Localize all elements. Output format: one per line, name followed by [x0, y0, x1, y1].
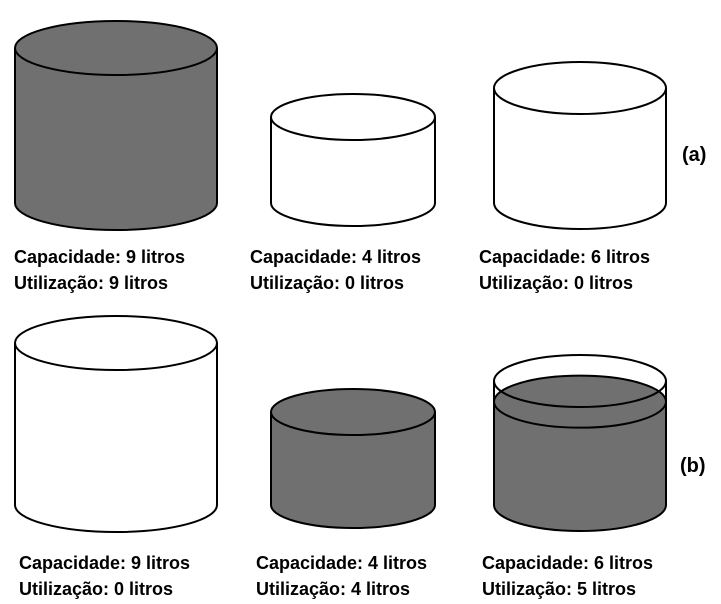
- liquid-fill: [15, 48, 217, 230]
- liquid-surface: [14, 20, 218, 76]
- capacity-text: Capacidade: 6 litros: [479, 247, 651, 267]
- caption-b-container-2: Capacidade: 4 litros Utilização: 4 litro…: [256, 550, 427, 602]
- cylinder-top-rim: [14, 315, 218, 371]
- liquid-fill: [494, 401, 666, 531]
- cylinder-b-9-litros: [14, 315, 218, 533]
- cylinder-top-rim: [493, 61, 667, 115]
- row-label-b: (b): [680, 455, 706, 477]
- cylinder-bottom: [493, 202, 667, 230]
- usage-text: Utilização: 9 litros: [14, 273, 169, 293]
- cylinder-bottom: [14, 504, 218, 533]
- cylinder-top-rim: [270, 93, 436, 141]
- cylinder-top-rim: [493, 354, 667, 408]
- cylinder-b-4-litros: [270, 388, 436, 529]
- usage-text: Utilização: 0 litros: [479, 273, 634, 293]
- cylinder-a-4-litros: [270, 93, 436, 227]
- caption-a-container-1: Capacidade: 9 litros Utilização: 9 litro…: [14, 244, 185, 296]
- usage-text: Utilização: 5 litros: [482, 579, 637, 599]
- capacity-text: Capacidade: 6 litros: [482, 553, 654, 573]
- caption-b-container-1: Capacidade: 9 litros Utilização: 0 litro…: [19, 550, 190, 602]
- cylinder-a-9-litros: [14, 20, 218, 231]
- liquid-fill: [271, 412, 435, 528]
- cylinder-b-6-litros: [493, 354, 667, 532]
- capacity-text: Capacidade: 4 litros: [250, 247, 422, 267]
- liquid-surface: [493, 374, 667, 429]
- usage-text: Utilização: 4 litros: [256, 579, 411, 599]
- cylinder-bottom: [493, 504, 667, 532]
- cylinder-body: [15, 343, 217, 532]
- cylinder-body: [271, 117, 435, 226]
- caption-b-container-3: Capacidade: 6 litros Utilização: 5 litro…: [482, 550, 653, 602]
- usage-text: Utilização: 0 litros: [19, 579, 174, 599]
- usage-text: Utilização: 0 litros: [250, 273, 405, 293]
- capacity-text: Capacidade: 9 litros: [14, 247, 186, 267]
- cylinder-bottom: [14, 202, 218, 231]
- capacity-text: Capacidade: 9 litros: [19, 553, 191, 573]
- caption-a-container-3: Capacidade: 6 litros Utilização: 0 litro…: [479, 244, 650, 296]
- liquid-surface: [270, 388, 436, 436]
- cylinder-bottom: [270, 202, 436, 227]
- row-label-a: (a): [682, 144, 707, 166]
- capacity-text: Capacidade: 4 litros: [256, 553, 428, 573]
- caption-a-container-2: Capacidade: 4 litros Utilização: 0 litro…: [250, 244, 421, 296]
- cylinder-a-6-litros: [493, 61, 667, 230]
- cylinder-body: [494, 88, 666, 229]
- cylinder-bottom: [270, 504, 436, 529]
